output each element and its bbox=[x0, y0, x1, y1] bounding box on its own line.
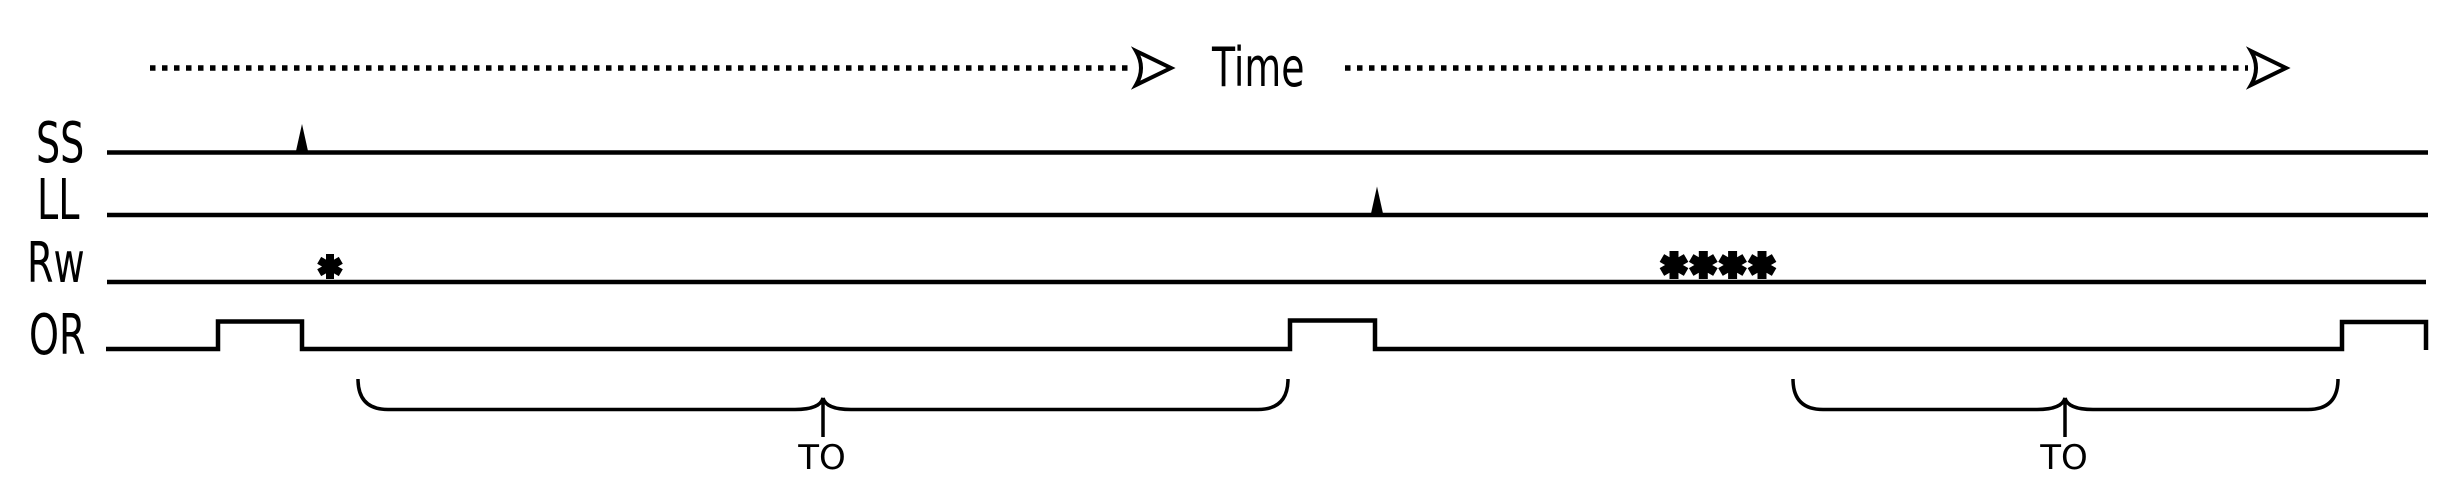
signal-label-or: OR bbox=[29, 303, 86, 368]
time-axis-arrow-left-icon bbox=[150, 46, 1176, 90]
timeout-brace-2 bbox=[1791, 378, 2340, 437]
timeout-label-1: TO bbox=[798, 438, 846, 478]
rw-asterisk-group-icon bbox=[1659, 251, 1777, 279]
timeout-label-2: TO bbox=[2040, 438, 2088, 478]
rw-asterisk-marker-icon bbox=[317, 254, 343, 279]
time-axis-arrow-right-icon bbox=[1345, 46, 2291, 90]
or-waveform bbox=[106, 318, 2429, 352]
time-axis-label: Time bbox=[1212, 36, 1305, 99]
timeout-brace-1 bbox=[356, 378, 1290, 437]
signal-label-ll: LL bbox=[37, 168, 80, 233]
signal-label-rw: Rw bbox=[27, 231, 85, 296]
signal-label-ss: SS bbox=[36, 111, 85, 176]
ll-event-triangle-icon bbox=[1371, 186, 1383, 214]
ss-event-triangle-icon bbox=[296, 124, 308, 151]
